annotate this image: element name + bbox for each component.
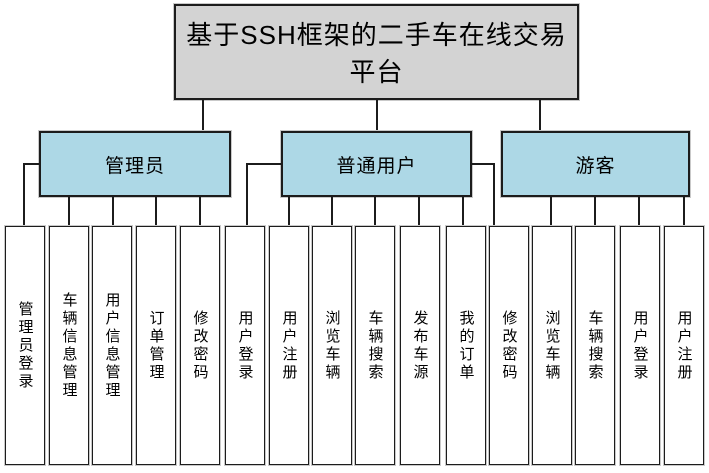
branch-node-guest: 游客 bbox=[501, 131, 690, 197]
node-vehicle-search-label: 车辆搜索 bbox=[366, 309, 384, 382]
node-vehicle-search-guest-label: 车辆搜索 bbox=[586, 309, 604, 382]
node-order-mgmt: 订单管理 bbox=[136, 226, 176, 465]
connector-admin-stub-2 bbox=[112, 197, 114, 226]
node-user-info-mgmt: 用户信息管理 bbox=[92, 226, 132, 465]
connector-admin-elbow-v bbox=[23, 163, 25, 226]
node-browse-vehicles-label: 浏览车辆 bbox=[323, 309, 341, 382]
node-browse-vehicles: 浏览车辆 bbox=[312, 226, 352, 465]
connector-admin-stub-3 bbox=[155, 197, 157, 226]
connector-user-stub-3 bbox=[374, 197, 376, 226]
connector-user-elbow-right-h bbox=[472, 163, 495, 165]
node-browse-vehicles-guest: 浏览车辆 bbox=[532, 226, 572, 465]
node-user-register-guest: 用户注册 bbox=[664, 226, 704, 465]
connector-user-elbow-right-v bbox=[493, 163, 495, 226]
node-publish-vehicle: 发布车源 bbox=[400, 226, 440, 465]
node-my-orders: 我的订单 bbox=[446, 226, 486, 465]
node-change-password-admin: 修改密码 bbox=[180, 226, 220, 465]
node-browse-vehicles-guest-label: 浏览车辆 bbox=[543, 309, 561, 382]
node-my-orders-label: 我的订单 bbox=[457, 309, 475, 382]
branch-admin-label: 管理员 bbox=[104, 155, 165, 177]
node-vehicle-info-mgmt-label: 车辆信息管理 bbox=[60, 291, 78, 400]
connector-guest-stub-4 bbox=[683, 197, 685, 226]
connector-user-elbow-left-h bbox=[246, 163, 281, 165]
connector-root-guest bbox=[539, 100, 541, 131]
node-change-password-admin-label: 修改密码 bbox=[191, 309, 209, 382]
connector-root-user bbox=[376, 100, 378, 131]
connector-admin-stub-4 bbox=[199, 197, 201, 226]
node-admin-login-label: 管理员登录 bbox=[16, 300, 34, 391]
node-user-info-mgmt-label: 用户信息管理 bbox=[103, 291, 121, 400]
node-change-password-user-label: 修改密码 bbox=[500, 309, 518, 382]
node-user-login-guest-label: 用户登录 bbox=[631, 309, 649, 382]
node-vehicle-search: 车辆搜索 bbox=[355, 226, 395, 465]
connector-guest-stub-3 bbox=[638, 197, 640, 226]
branch-user-label: 普通用户 bbox=[336, 155, 417, 177]
connector-user-stub-4 bbox=[418, 197, 420, 226]
connector-user-stub-2 bbox=[331, 197, 333, 226]
node-admin-login: 管理员登录 bbox=[5, 226, 45, 465]
connector-user-stub-5 bbox=[462, 197, 464, 226]
node-vehicle-info-mgmt: 车辆信息管理 bbox=[49, 226, 89, 465]
connector-admin-stub-1 bbox=[68, 197, 70, 226]
branch-node-user: 普通用户 bbox=[281, 131, 472, 197]
node-user-register: 用户注册 bbox=[269, 226, 309, 465]
node-change-password-user: 修改密码 bbox=[489, 226, 529, 465]
node-vehicle-search-guest: 车辆搜索 bbox=[575, 226, 615, 465]
node-order-mgmt-label: 订单管理 bbox=[147, 309, 165, 382]
branch-guest-label: 游客 bbox=[575, 155, 616, 177]
branch-node-admin: 管理员 bbox=[39, 131, 231, 197]
connector-root-admin bbox=[202, 100, 204, 131]
connector-guest-stub-2 bbox=[594, 197, 596, 226]
node-user-register-guest-label: 用户注册 bbox=[675, 309, 693, 382]
connector-user-elbow-left-v bbox=[246, 163, 248, 226]
node-user-login-guest: 用户登录 bbox=[620, 226, 660, 465]
connector-guest-stub-1 bbox=[550, 197, 552, 226]
root-node: 基于SSH框架的二手车在线交易平台 bbox=[174, 4, 579, 100]
node-user-register-label: 用户注册 bbox=[280, 309, 298, 382]
connector-user-stub-1 bbox=[288, 197, 290, 226]
connector-admin-elbow-h bbox=[23, 163, 39, 165]
node-user-login-label: 用户登录 bbox=[236, 309, 254, 382]
node-publish-vehicle-label: 发布车源 bbox=[411, 309, 429, 382]
node-user-login: 用户登录 bbox=[225, 226, 265, 465]
root-node-label: 基于SSH框架的二手车在线交易平台 bbox=[186, 20, 567, 87]
